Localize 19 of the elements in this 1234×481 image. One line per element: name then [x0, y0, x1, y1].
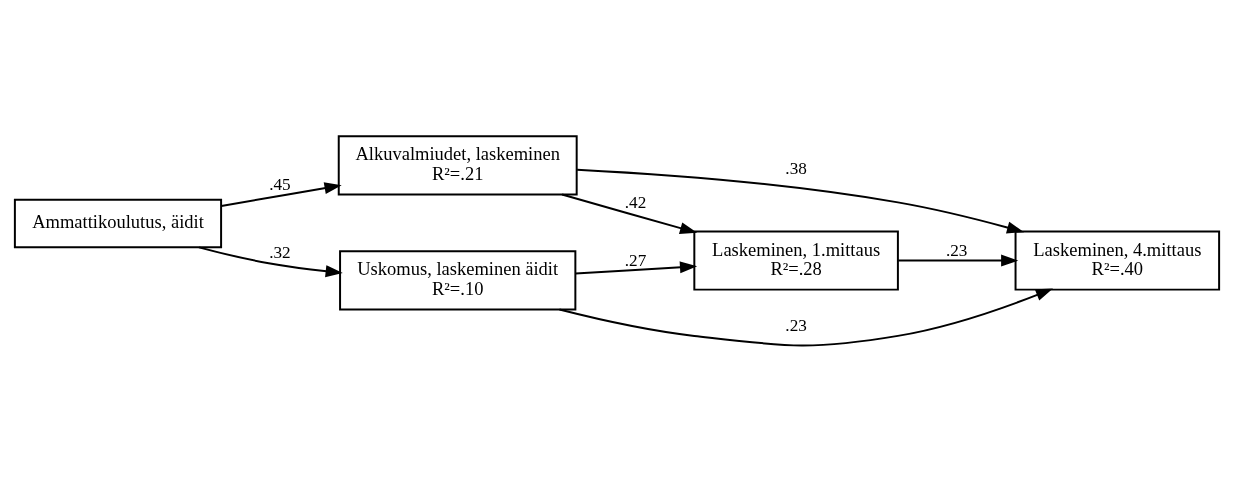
edge-label: .32	[269, 242, 291, 262]
arrow	[561, 193, 698, 234]
arrow	[220, 181, 342, 207]
edge-label: .23	[785, 315, 807, 335]
arrow	[198, 245, 343, 277]
edge-label: .23	[945, 240, 968, 260]
edge-label: .27	[624, 250, 647, 270]
edge-label: .45	[269, 174, 291, 194]
node-box: Laskeminen, 1.mittaus R²=.28	[693, 229, 899, 291]
arrow	[576, 168, 1025, 233]
arrow	[897, 254, 1019, 267]
arrow	[558, 288, 1053, 346]
node-box: Ammattikoulutus, äidit	[13, 198, 223, 248]
node-box: Alkuvalmiudet, laskeminen R²=.21	[337, 134, 578, 195]
arrow	[574, 260, 698, 274]
node-box: Laskeminen, 4.mittaus R²=.40	[1014, 229, 1221, 291]
node-box: Uskomus, laskeminen äidit R²=.10	[339, 249, 577, 310]
edge-label: .42	[624, 192, 647, 212]
edge-label: .38	[785, 158, 807, 178]
